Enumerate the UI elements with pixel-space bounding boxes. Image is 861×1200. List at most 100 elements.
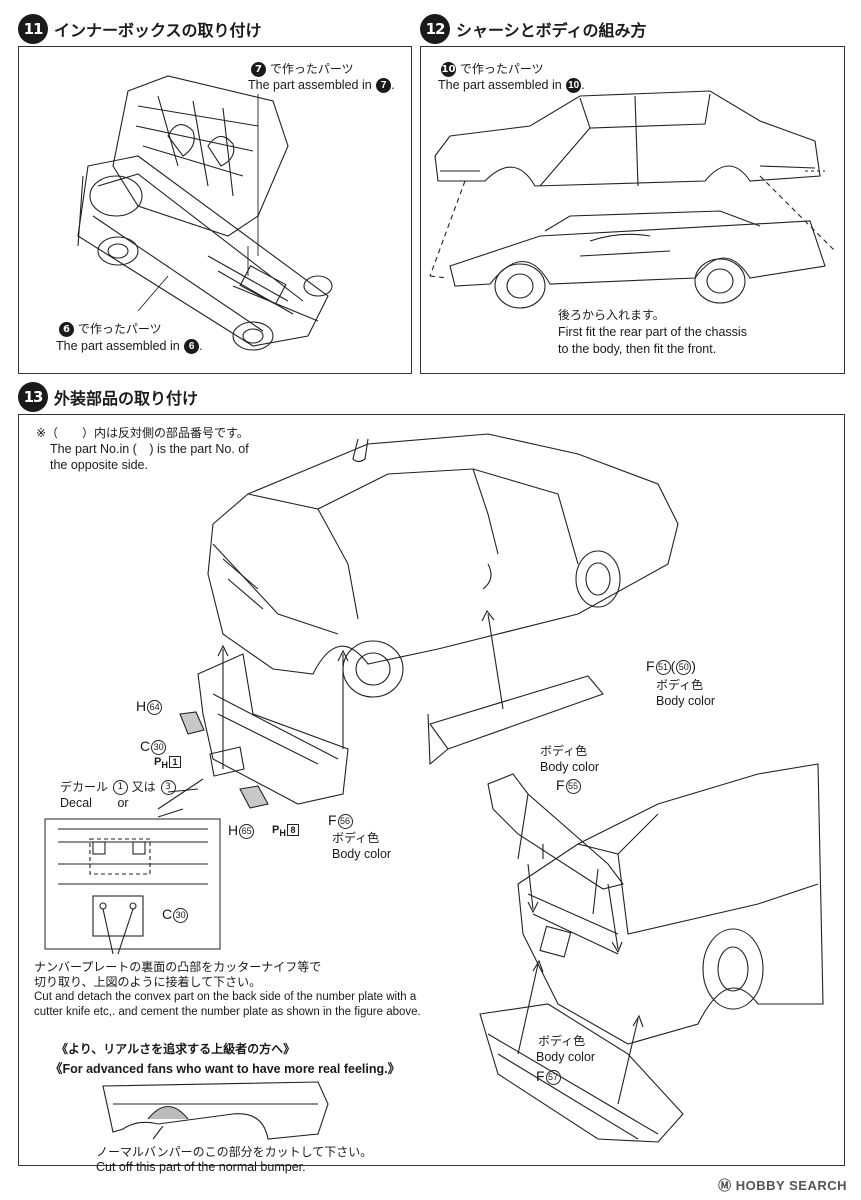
callout-10-en: The part assembled in 10.: [438, 78, 585, 94]
part-c30-number: 30: [151, 739, 167, 755]
advanced-bumper-illustration: [102, 1081, 329, 1140]
part-c30-letter: C: [140, 738, 151, 754]
callout-10-jp-text: で作ったパーツ: [459, 62, 544, 76]
watermark: Ⓜ HOBBY SEARCH: [718, 1175, 847, 1194]
step-13-note-jp: ※（ ）内は反対側の部品番号です。: [36, 426, 249, 440]
part-h64-letter: H: [136, 698, 147, 714]
step-12-panel: [420, 46, 845, 374]
decal-label-jp: デカール 1 又は 3: [60, 780, 176, 795]
watermark-text: HOBBY SEARCH: [735, 1178, 847, 1193]
bumper-note-en: Cut off this part of the normal bumper.: [96, 1160, 306, 1174]
callout-7-en: The part assembled in 7.: [248, 78, 395, 94]
part-f55-number: 55: [565, 778, 581, 794]
callout-6-jp: 6 で作ったパーツ: [58, 322, 162, 337]
step-11-panel: [18, 46, 412, 374]
step-12-header: 12 シャーシとボディの組み方: [420, 14, 647, 44]
callout-7-jp-text: で作ったパーツ: [269, 62, 354, 76]
step-13-note-en-2: the opposite side.: [50, 458, 148, 472]
decal-3-number: 3: [160, 780, 176, 795]
decal-jp-text: デカール: [60, 780, 109, 794]
inner-box-illustration: [77, 75, 333, 351]
decal-or-jp: 又は: [131, 780, 156, 794]
part-f57-letter: F: [536, 1068, 545, 1084]
step-ref-6-icon: 6: [59, 322, 74, 337]
part-ph1-number: 1: [168, 756, 181, 769]
callout-10-jp: 10 で作ったパーツ: [440, 62, 544, 77]
step-11-header: 11 インナーボックスの取り付け: [18, 14, 262, 44]
chassis-body-illustration: [429, 90, 836, 309]
part-f57-color-en: Body color: [536, 1050, 596, 1064]
step-13-header: 13 外装部品の取り付け: [18, 382, 198, 412]
decal-1-number: 1: [112, 780, 128, 795]
part-f51-color-jp: ボディ色: [656, 678, 704, 692]
step-11-title: インナーボックスの取り付け: [54, 21, 262, 40]
part-f51-number: 51: [655, 659, 671, 675]
part-h64-number: 64: [147, 699, 163, 715]
part-f56-number: 56: [337, 813, 353, 829]
part-c30b-letter: C: [162, 906, 173, 922]
part-f55-letter: F: [556, 777, 565, 793]
part-f56-color-en: Body color: [332, 847, 392, 861]
decal-or-en: or: [117, 796, 129, 810]
part-f51-color-en: Body color: [656, 694, 716, 708]
part-ph1-prefix: P: [154, 756, 162, 768]
part-ph8-number: 8: [286, 824, 299, 837]
step-13-number: 13: [18, 382, 48, 412]
plate-note-jp-1: ナンバープレートの裏面の凸部をカッターナイフ等で: [34, 960, 322, 974]
step-11-number: 11: [18, 14, 48, 44]
exterior-parts-illustration: [44, 433, 679, 955]
callout-6-en: The part assembled in 6.: [56, 339, 203, 355]
part-ph8-sub: H: [279, 828, 286, 839]
step-12-note-jp: 後ろから入れます。: [558, 308, 665, 322]
part-f57-color-jp: ボディ色: [538, 1034, 586, 1048]
callout-7-en-text: The part assembled in: [248, 78, 372, 92]
advanced-heading-jp: 《より、リアルさを追求する上級者の方へ》: [56, 1042, 296, 1056]
watermark-logo-icon: Ⓜ: [718, 1178, 732, 1193]
part-f55-color-en: Body color: [540, 760, 600, 774]
part-f51-letter: F: [646, 658, 655, 674]
callout-6-jp-text: で作ったパーツ: [77, 322, 162, 336]
rear-parts-illustration: [479, 763, 824, 1143]
decal-label-en: Decal or: [60, 796, 129, 811]
callout-6-en-text: The part assembled in: [56, 339, 180, 353]
callout-10-en-text: The part assembled in: [438, 78, 562, 92]
part-f55-color-jp: ボディ色: [540, 744, 588, 758]
step-12-note-en-1: First fit the rear part of the chassis: [558, 325, 747, 339]
part-h65-letter: H: [228, 822, 239, 838]
step-12-number: 12: [420, 14, 450, 44]
part-ph1-sub: H: [161, 760, 168, 771]
advanced-heading-en: 《For advanced fans who want to have more…: [50, 1062, 401, 1076]
step-ref-10-icon-b: 10: [566, 78, 582, 94]
plate-note-en-1: Cut and detach the convex part on the ba…: [34, 991, 417, 1003]
callout-7-jp: 7 で作ったパーツ: [250, 62, 354, 77]
bumper-note-jp: ノーマルバンパーのこの部分をカットして下さい。: [96, 1145, 373, 1159]
part-f56-letter: F: [328, 812, 337, 828]
part-f50-number: 50: [676, 659, 692, 675]
step-13-panel: [18, 414, 845, 1166]
step-12-title: シャーシとボディの組み方: [456, 21, 647, 40]
part-f56-color-jp: ボディ色: [332, 831, 380, 845]
plate-note-en-2: cutter knife etc,. and cement the number…: [34, 1006, 421, 1018]
step-ref-6-icon-b: 6: [184, 339, 200, 355]
part-h65-number: 65: [239, 823, 255, 839]
part-c30b-number: 30: [173, 907, 189, 923]
step-13-note-en-1: The part No.in ( ) is the part No. of: [50, 442, 249, 456]
step-ref-10-icon: 10: [441, 62, 456, 77]
step-12-note-en-2: to the body, then fit the front.: [558, 342, 717, 356]
step-13-title: 外装部品の取り付け: [54, 389, 199, 408]
decal-en-text: Decal: [60, 796, 92, 810]
step-ref-7-icon-b: 7: [376, 78, 392, 94]
plate-note-jp-2: 切り取り、上図のように接着して下さい。: [34, 975, 262, 989]
part-f57-number: 57: [545, 1069, 561, 1085]
step-ref-7-icon: 7: [251, 62, 266, 77]
part-ph8-prefix: P: [272, 824, 280, 836]
